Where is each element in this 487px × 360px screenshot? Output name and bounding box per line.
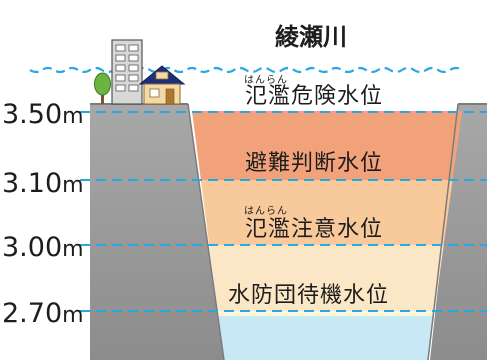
zone-evacuation	[192, 180, 462, 245]
zone-flood-caution	[192, 245, 462, 311]
zone-label-evacuation: 避難判断水位	[245, 151, 383, 176]
channel-wall	[187, 103, 225, 360]
ruby-flood-caution: はんらん	[244, 205, 288, 217]
zone-flood-danger	[192, 111, 462, 180]
ruby-flood-danger: はんらん	[244, 74, 288, 86]
river-name: 綾瀬川	[275, 23, 347, 51]
house-icon	[138, 65, 186, 105]
level-label-3.10: 3.10m	[2, 168, 84, 199]
building-icon	[111, 39, 143, 105]
channel-wall	[427, 103, 459, 360]
zone-label-flood-caution: 氾濫注意水位	[245, 217, 383, 242]
wave-line	[29, 66, 463, 74]
level-label-3.00: 3.00m	[2, 232, 84, 263]
zone-label-standby: 水防団待機水位	[228, 283, 389, 308]
zone-label-flood-danger: 氾濫危険水位	[245, 84, 383, 109]
tree-icon	[94, 72, 111, 104]
level-label-3.50: 3.50m	[2, 99, 84, 130]
level-label-2.70: 2.70m	[2, 298, 84, 329]
left-bank	[90, 104, 224, 360]
right-bank	[430, 104, 487, 360]
zone-water	[192, 316, 462, 360]
